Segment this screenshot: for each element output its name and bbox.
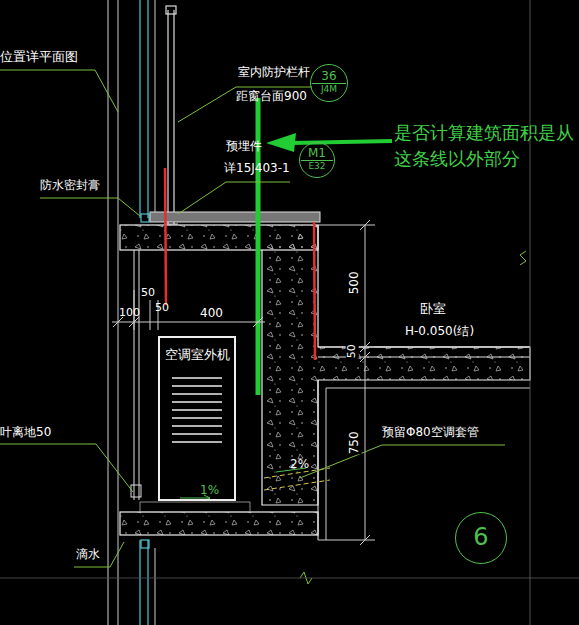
index-divider (301, 160, 333, 161)
index-circle: M1E32 (299, 142, 335, 178)
drawing-label: 750 (348, 431, 362, 454)
unit-label: 空调室外机 (160, 348, 234, 362)
index-circle: 36J4M (310, 64, 348, 102)
drawing-label: 预留Φ80空调套管 (382, 426, 479, 440)
drawing-label: 50 (155, 302, 169, 315)
callout-number: M1 (300, 147, 334, 160)
drawing-label: 室内防护栏杆 (238, 66, 310, 80)
drawing-label: 卧室 (420, 302, 446, 317)
callout-number: J4M (311, 85, 347, 95)
drawing-label: 位置详平面图 (0, 50, 78, 65)
drawing-label: H-0.050(结) (405, 325, 474, 339)
drawing-label: 1% (200, 484, 219, 498)
callout-number: E32 (300, 162, 334, 172)
drawing-label: 50 (346, 344, 359, 358)
drawing-label: 400 (200, 307, 223, 321)
drawing-label: 叶离地50 (0, 426, 51, 440)
drawing-label: 100 (119, 307, 140, 320)
callout-number: 36 (311, 70, 347, 83)
callout-number: 6 (456, 524, 506, 550)
drawing-label: 距窗台面900 (236, 90, 307, 104)
ac-unit-box: 空调室外机 (158, 336, 236, 501)
drawing-label: 滴水 (76, 548, 100, 562)
drawing-label: 防水密封膏 (40, 179, 100, 193)
index-divider (312, 83, 346, 84)
drawing-label: 详15J403-1 (224, 162, 290, 176)
index-circle: 6 (455, 512, 507, 564)
drawing-label: 500 (348, 271, 362, 294)
drawing-label: 50 (141, 287, 155, 300)
drawing-label: 2% (290, 458, 309, 472)
annotation-note: 是否计算建筑面积是从这条线以外部分 (394, 120, 579, 172)
drawing-label: 预埋件 (226, 140, 262, 154)
